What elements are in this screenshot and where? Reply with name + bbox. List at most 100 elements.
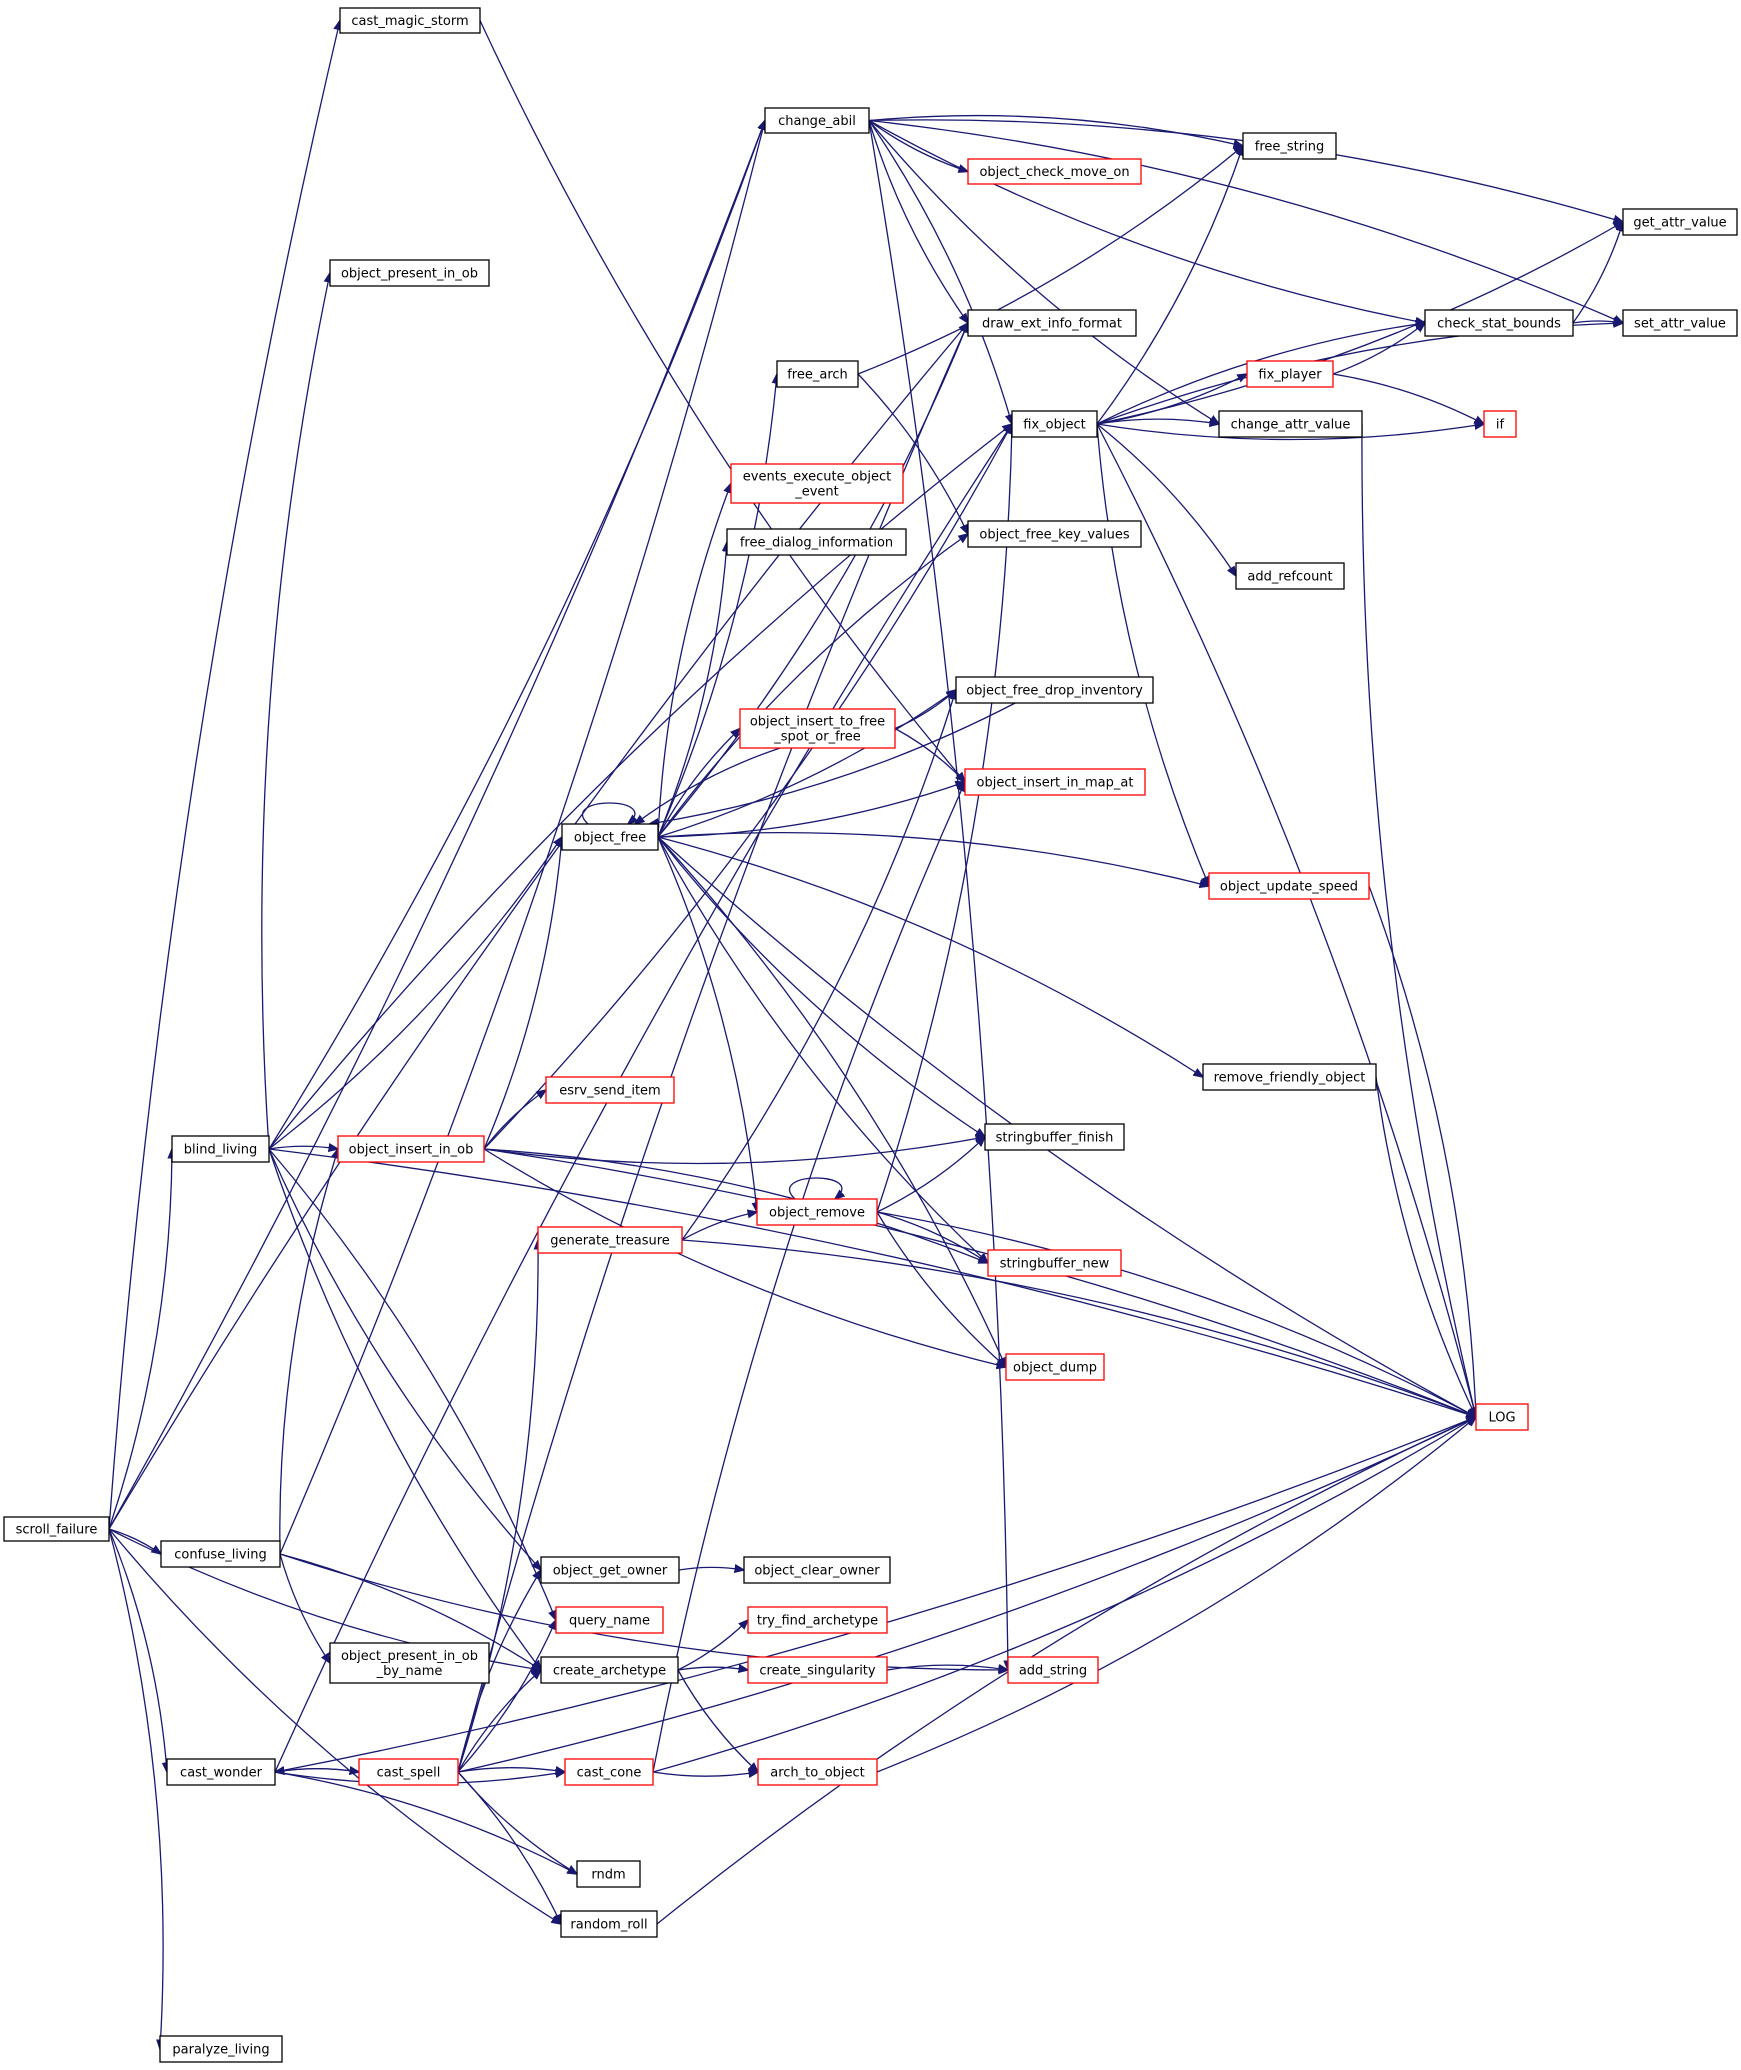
node-box [1218, 410, 1363, 438]
node-try-find-archetype[interactable]: try_find_archetype [747, 1606, 888, 1634]
node-object-free-drop-inventory[interactable]: object_free_drop_inventory [955, 676, 1154, 704]
node-box [3, 1516, 110, 1542]
node-rndm[interactable]: rndm [576, 1860, 641, 1888]
node-add-string[interactable]: add_string [1007, 1656, 1099, 1684]
node-label: paralyze_living [172, 2043, 269, 2058]
node-object-insert-in-map-at[interactable]: object_insert_in_map_at [964, 768, 1146, 796]
node-free-dialog-information[interactable]: free_dialog_information [726, 528, 907, 556]
node-object-clear-owner[interactable]: object_clear_owner [743, 1556, 891, 1584]
node-box [560, 1910, 658, 1938]
node-object-free-key-values[interactable]: object_free_key_values [967, 520, 1142, 548]
node-box [764, 107, 870, 134]
node-cast-magic-storm[interactable]: cast_magic_storm [339, 7, 481, 34]
node-object-insert-in-ob[interactable]: object_insert_in_ob [337, 1135, 485, 1163]
edge-object-remove-to-LOG [876, 1211, 1476, 1417]
node-change-abil[interactable]: change_abil [764, 107, 870, 134]
node-box [1483, 410, 1517, 438]
node-box [756, 1198, 878, 1226]
edge-create-archetype-to-try-find-archetype [677, 1620, 748, 1671]
node-arch-to-object[interactable]: arch_to_object [757, 1758, 878, 1786]
edge-change-abil-to-free-string [868, 114, 1243, 146]
edge-scroll-failure-to-change-abil [108, 121, 765, 1530]
node-box [743, 1556, 891, 1584]
edge-object-get-owner-to-object-clear-owner [678, 1567, 744, 1570]
node-object-update-speed[interactable]: object_update_speed [1208, 872, 1370, 900]
node-object-dump[interactable]: object_dump [1005, 1353, 1105, 1381]
node-label: arch_to_object [770, 1766, 865, 1781]
edge-generate-treasure-to-object-free-drop-inventory [681, 690, 956, 1241]
node-label: object_insert_to_free [750, 715, 885, 730]
edge-fix-object-to-set-attr-value [1096, 323, 1623, 425]
node-LOG[interactable]: LOG [1475, 1403, 1529, 1431]
node-object-present-in-ob-by-name[interactable]: object_present_in_ob_by_name [329, 1642, 490, 1684]
node-cast-cone[interactable]: cast_cone [564, 1758, 654, 1786]
edge-blind-living-to-create-archetype [268, 1148, 541, 1670]
node-set-attr-value[interactable]: set_attr_value [1622, 309, 1738, 337]
node-create-archetype[interactable]: create_archetype [540, 1656, 679, 1684]
node-label: cast_spell [377, 1766, 441, 1781]
edge-free-arch-to-free-string [857, 146, 1243, 375]
edge-object-free-to-free-arch [657, 374, 777, 838]
node-if[interactable]: if [1483, 410, 1517, 438]
node-stringbuffer-new[interactable]: stringbuffer_new [987, 1249, 1122, 1277]
node-events-execute-object-event[interactable]: events_execute_object_event [730, 463, 904, 504]
node-fix-player[interactable]: fix_player [1246, 360, 1334, 388]
node-generate-treasure[interactable]: generate_treasure [537, 1226, 683, 1254]
node-box [555, 1606, 664, 1634]
node-label: events_execute_object [743, 470, 891, 485]
node-free-string[interactable]: free_string [1242, 132, 1337, 160]
edge-change-abil-to-draw-ext-info-format [868, 120, 968, 324]
edge-change-abil-to-change-attr-value [868, 120, 1219, 425]
node-object-remove[interactable]: object_remove [756, 1198, 878, 1226]
node-label: create_singularity [759, 1664, 876, 1679]
node-cast-spell[interactable]: cast_spell [358, 1758, 459, 1786]
node-box [1235, 562, 1345, 590]
edge-scroll-failure-to-paralyze-living [108, 1528, 163, 2049]
edge-fix-player-to-check-stat-bounds [1332, 323, 1425, 375]
node-object-present-in-ob[interactable]: object_present_in_ob [329, 259, 490, 287]
edge-object-free-to-object-update-speed [657, 832, 1209, 886]
node-label: object_get_owner [553, 1564, 668, 1579]
node-label: confuse_living [174, 1548, 266, 1563]
edge-generate-treasure-to-LOG [681, 1239, 1476, 1417]
node-draw-ext-info-format[interactable]: draw_ext_info_format [967, 309, 1137, 337]
node-fix-object[interactable]: fix_object [1011, 410, 1098, 438]
node-esrv-send-item[interactable]: esrv_send_item [545, 1076, 675, 1104]
edge-scroll-failure-to-random-roll [108, 1528, 561, 1924]
node-create-singularity[interactable]: create_singularity [747, 1656, 888, 1684]
node-paralyze-living[interactable]: paralyze_living [159, 2035, 283, 2063]
node-label: blind_living [184, 1143, 258, 1158]
node-object-free[interactable]: object_free [561, 823, 659, 851]
node-query-name[interactable]: query_name [555, 1606, 664, 1634]
edge-object-insert-in-ob-to-stringbuffer-new [483, 1148, 988, 1263]
node-object-get-owner[interactable]: object_get_owner [540, 1556, 680, 1584]
node-object-insert-to-free-spot-or-free[interactable]: object_insert_to_free_spot_or_free [739, 708, 896, 749]
node-add-refcount[interactable]: add_refcount [1235, 562, 1345, 590]
edge-object-insert-in-ob-to-object-dump [483, 1148, 1006, 1367]
edge-fix-object-to-free-string [1096, 146, 1243, 425]
node-change-attr-value[interactable]: change_attr_value [1218, 410, 1363, 438]
edge-blind-living-to-object-get-owner [268, 1148, 541, 1570]
node-label: object_check_move_on [979, 165, 1129, 180]
node-check-stat-bounds[interactable]: check_stat_bounds [1424, 309, 1574, 337]
node-stringbuffer-finish[interactable]: stringbuffer_finish [984, 1123, 1125, 1151]
node-random-roll[interactable]: random_roll [560, 1910, 658, 1938]
node-box [1622, 208, 1738, 236]
node-scroll-failure[interactable]: scroll_failure [3, 1516, 110, 1542]
edge-object-free-to-stringbuffer-finish [657, 836, 985, 1137]
edge-cast-wonder-to-rndm [274, 1771, 577, 1874]
edge-change-abil-to-set-attr-value [868, 119, 1623, 324]
node-box [171, 1135, 270, 1163]
node-blind-living[interactable]: blind_living [171, 1135, 270, 1163]
node-remove-friendly-object[interactable]: remove_friendly_object [1202, 1063, 1377, 1091]
node-label: object_insert_in_ob [349, 1143, 474, 1158]
edge-fix-object-to-fix-player [1096, 374, 1247, 425]
node-get-attr-value[interactable]: get_attr_value [1622, 208, 1738, 236]
node-box [776, 360, 859, 388]
nodes-layer: scroll_failure cast_magic_storm change_abi… [3, 7, 1738, 2063]
node-confuse-living[interactable]: confuse_living [160, 1540, 281, 1568]
node-cast-wonder[interactable]: cast_wonder [166, 1758, 276, 1786]
node-object-check-move-on[interactable]: object_check_move_on [967, 158, 1142, 185]
edge-cast-spell-to-query-name [457, 1620, 556, 1773]
node-free-arch[interactable]: free_arch [776, 360, 859, 388]
